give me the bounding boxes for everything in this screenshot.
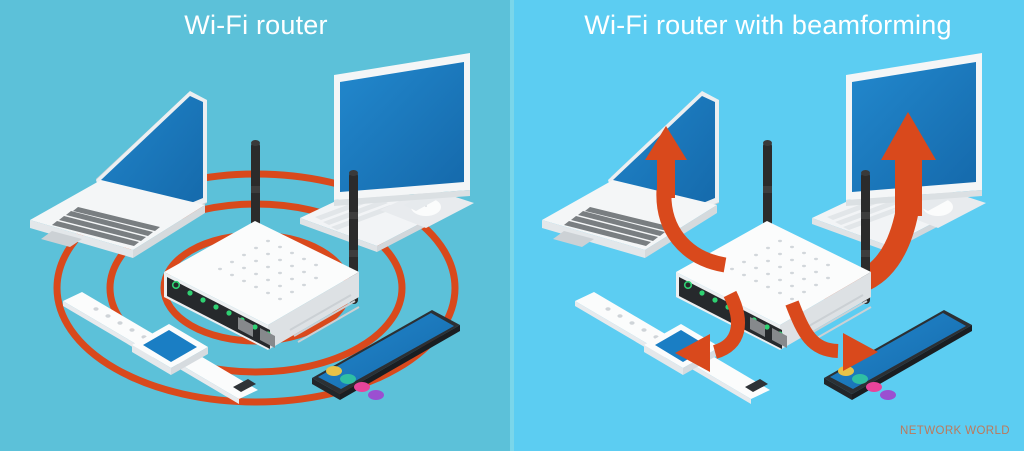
device-smartwatch (575, 292, 770, 404)
laptop-keyboard (564, 207, 672, 246)
device-smartwatch (63, 292, 258, 404)
panel-left-title: Wi-Fi router (184, 10, 328, 40)
router-vents (730, 239, 830, 301)
watch-screen (143, 330, 197, 362)
monitor-screen (340, 62, 464, 192)
phone-app-icons (326, 366, 384, 400)
panel-wifi-router-beamforming: Wi-Fi router with beamforming (512, 0, 1024, 451)
device-smartphone (312, 310, 460, 400)
router-top (164, 221, 359, 325)
router-vents (218, 239, 318, 301)
device-router (164, 140, 360, 350)
device-laptop (30, 91, 207, 258)
router-side-vents (801, 294, 872, 343)
scene-beamforming (542, 53, 986, 404)
beam-arrow-smartphone (785, 300, 878, 371)
watermark-network-world: NETWORK WORLD (900, 425, 1010, 437)
phone-screen (830, 313, 966, 389)
panel-right-title: Wi-Fi router with beamforming (584, 10, 952, 40)
beam-arrow-smartwatch (675, 290, 745, 372)
device-laptop (542, 91, 719, 258)
router-ports (238, 317, 275, 348)
panel-divider (510, 0, 514, 451)
device-monitor-group (300, 53, 474, 252)
laptop-trackpad (553, 231, 594, 247)
device-smartphone (824, 310, 972, 400)
laptop-trackpad (41, 231, 82, 247)
router-ports (750, 317, 787, 348)
laptop-keyboard (52, 207, 160, 246)
router-side-vents (289, 294, 360, 343)
phone-screen (318, 313, 454, 389)
router-top (676, 221, 871, 325)
beam-arrow-laptop (645, 126, 727, 273)
phone-app-icons (838, 366, 896, 400)
panel-wifi-router: Wi-Fi router (0, 0, 512, 451)
scene-omnidirectional (30, 53, 474, 406)
